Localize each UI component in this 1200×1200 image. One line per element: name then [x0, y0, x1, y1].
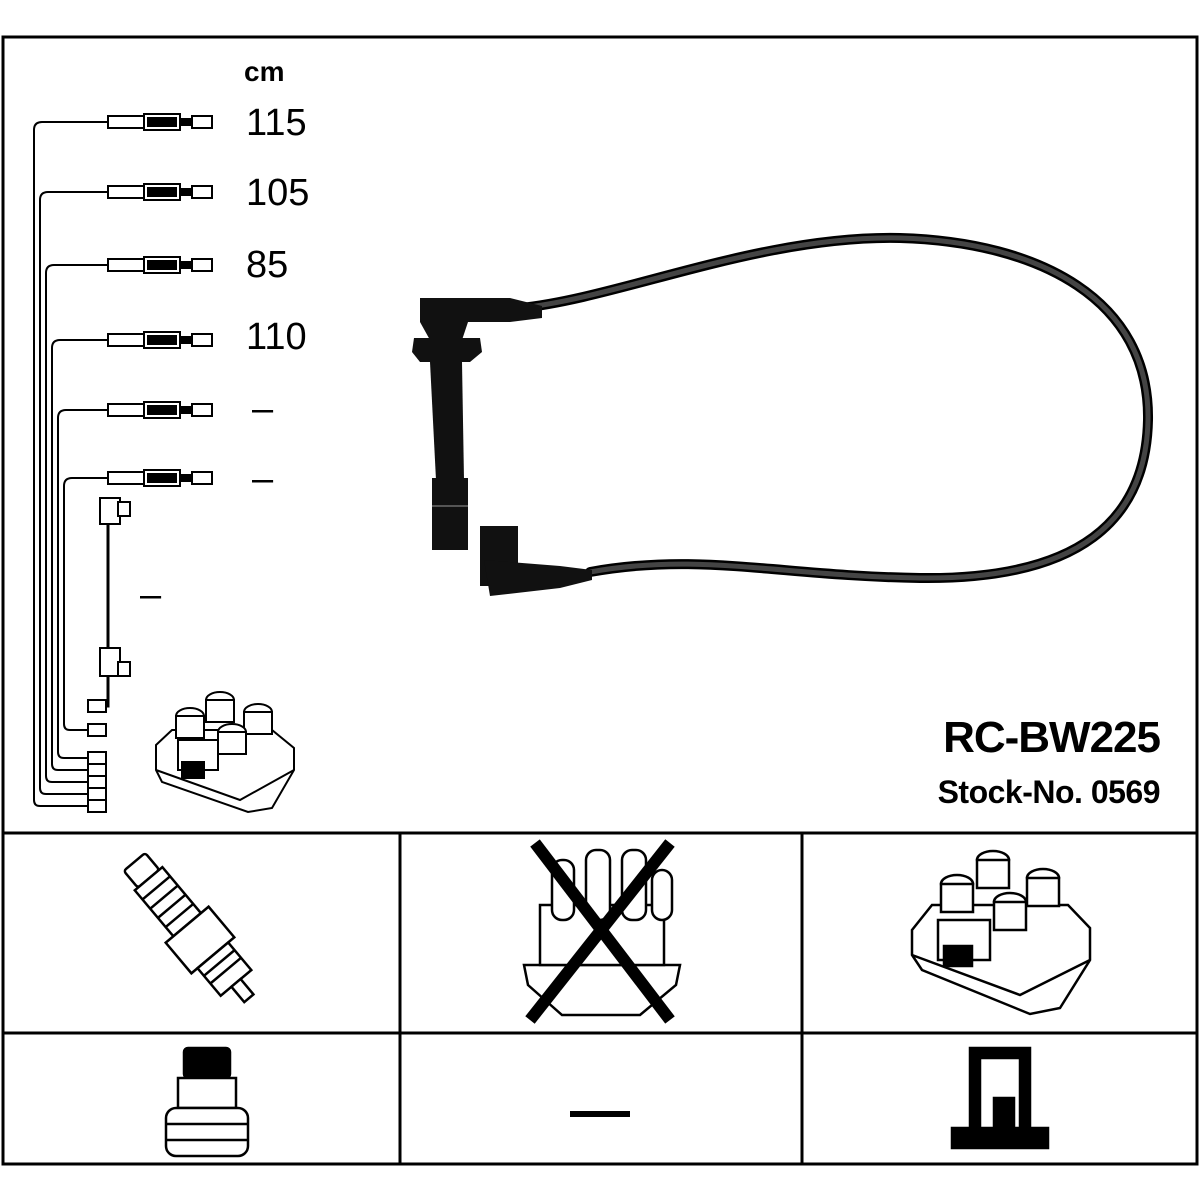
spark-plug-icon	[123, 852, 256, 1004]
grid-lines	[1, 35, 1199, 1166]
length-unit-label: cm	[244, 56, 285, 87]
lead-connectors	[99, 113, 213, 677]
cable-length-4: 110	[246, 316, 307, 358]
distributor-cap-crossed-icon	[522, 839, 682, 1024]
cable-length-1: 115	[246, 102, 307, 144]
coil-pack-icon	[910, 849, 1092, 1016]
cable-length-6: –	[252, 458, 274, 500]
stock-number: Stock-No. 0569	[937, 774, 1161, 810]
cable-bundle-schematic	[33, 121, 110, 813]
cable-length-2: 105	[246, 172, 310, 214]
plug-terminal-icon	[164, 1046, 250, 1158]
cable-length-3: 85	[246, 244, 289, 286]
coil-terminal-icon	[950, 1046, 1050, 1150]
no-distributor-lead-symbol: —	[570, 1076, 630, 1143]
cable-length-5: –	[252, 388, 274, 430]
coil-pack-small	[155, 691, 295, 814]
cable-length-7: –	[140, 574, 162, 616]
ignition-lead-illustration	[412, 232, 1154, 596]
product-code: RC-BW225	[943, 713, 1161, 762]
